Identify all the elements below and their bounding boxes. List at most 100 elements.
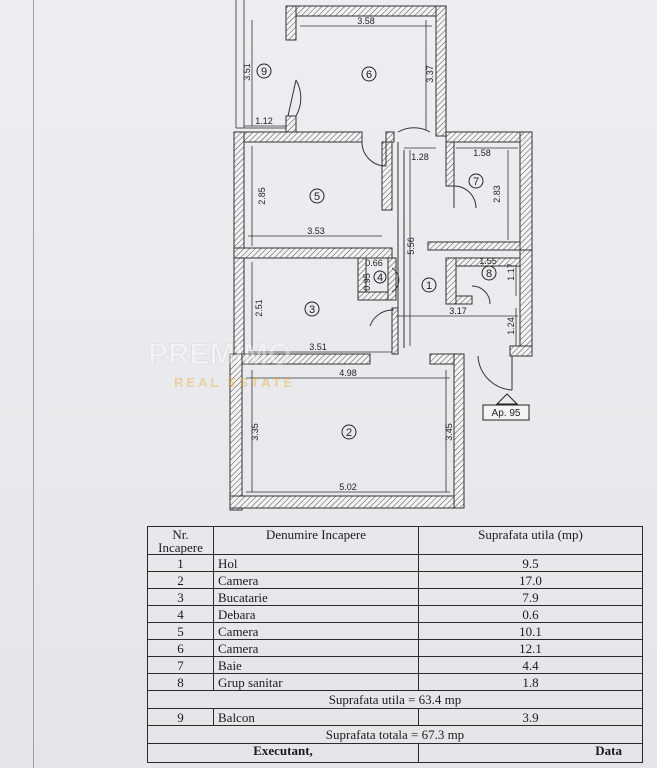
room-marker-8 — [481, 265, 497, 281]
apartment-label-box — [482, 404, 530, 421]
dim-hall-length: 5.56 — [406, 237, 416, 255]
dimension-lines — [244, 20, 518, 493]
dim-r5-height: 2.85 — [257, 187, 267, 205]
dim-r7-height: 2.83 — [492, 185, 502, 203]
row-area: 10.1 — [418, 622, 643, 640]
row-name: Camera — [213, 571, 419, 589]
date-label: Data — [418, 743, 643, 763]
room-number-8: 8 — [486, 268, 492, 280]
row-name: Camera — [213, 622, 419, 640]
grand-total: Suprafata totala = 67.3 mp — [147, 725, 643, 744]
dim-hall-span: 3.17 — [449, 306, 467, 316]
room-number-6: 6 — [366, 69, 372, 81]
row-nr: 5 — [147, 622, 214, 640]
room-area-table: Nr. Incapere Denumire Incapere Suprafata… — [147, 526, 643, 763]
header-nr: Nr. Incapere — [147, 526, 214, 555]
row-nr: 4 — [147, 605, 214, 623]
room-number-3: 3 — [309, 304, 315, 316]
room-number-2: 2 — [346, 427, 352, 439]
table-row: 7 Baie 4.4 — [147, 656, 643, 674]
row-name: Camera — [213, 639, 419, 657]
row-nr: 6 — [147, 639, 214, 657]
room-number-5: 5 — [314, 191, 320, 203]
room-number-9: 9 — [261, 66, 267, 78]
door-swings — [287, 79, 513, 391]
dim-r3-height: 2.51 — [254, 299, 264, 317]
balcony-nr: 9 — [147, 708, 214, 726]
dim-r3-width: 3.51 — [309, 342, 327, 352]
table-row: 6 Camera 12.1 — [147, 639, 643, 657]
row-nr: 3 — [147, 588, 214, 606]
row-name: Grup sanitar — [213, 673, 419, 691]
dim-r8-height: 1.17 — [506, 263, 516, 281]
row-area: 4.4 — [418, 656, 643, 674]
table-row: 4 Debara 0.6 — [147, 605, 643, 623]
header-name: Denumire Incapere — [213, 526, 419, 555]
room-markers — [256, 63, 497, 440]
table-row: 2 Camera 17.0 — [147, 571, 643, 589]
row-nr: 1 — [147, 554, 214, 572]
room-marker-9 — [256, 63, 272, 79]
room-number-1: 1 — [426, 280, 432, 292]
row-nr: 8 — [147, 673, 214, 691]
row-area: 17.0 — [418, 571, 643, 589]
watermark-line1: PREMIMO — [148, 338, 291, 371]
dim-r9-width: 1.12 — [255, 116, 273, 126]
watermark-line2: REAL ESTATE — [174, 375, 295, 390]
room-marker-5 — [309, 188, 325, 204]
walls — [229, 5, 533, 511]
row-name: Hol — [213, 554, 419, 572]
balcony-row: 9 Balcon 3.9 — [147, 708, 643, 726]
dim-r6-width: 3.58 — [357, 16, 375, 26]
row-nr: 2 — [147, 571, 214, 589]
table-header-row: Nr. Incapere Denumire Incapere Suprafata… — [147, 526, 643, 555]
footer-row: Executant, Data — [147, 743, 643, 763]
dim-r5-width: 3.53 — [307, 226, 325, 236]
row-name: Bucatarie — [213, 588, 419, 606]
page-margin-line — [33, 0, 34, 768]
room-number-7: 7 — [473, 176, 479, 188]
row-name: Debara — [213, 605, 419, 623]
grand-total-row: Suprafata totala = 67.3 mp — [147, 725, 643, 744]
header-area: Suprafata utila (mp) — [418, 526, 643, 555]
dim-r2-top-width: 4.98 — [339, 368, 357, 378]
balcony-name: Balcon — [213, 708, 419, 726]
room-number-4: 4 — [377, 272, 383, 284]
useful-total: Suprafata utila = 63.4 mp — [147, 690, 643, 709]
room-marker-7 — [468, 173, 484, 189]
dim-r9-height: 3.51 — [242, 63, 252, 81]
row-name: Baie — [213, 656, 419, 674]
dim-r7-width: 1.58 — [473, 148, 491, 158]
row-nr: 7 — [147, 656, 214, 674]
room-marker-4 — [373, 270, 387, 284]
dim-r2-bottom-width: 5.02 — [339, 482, 357, 492]
row-area: 1.8 — [418, 673, 643, 691]
row-area: 9.5 — [418, 554, 643, 572]
dim-r2-left-height: 3.35 — [250, 423, 260, 441]
entrance-arrow-icon — [495, 393, 519, 405]
dim-r2-right-height: 3.45 — [444, 423, 454, 441]
room-numbers: 6 9 7 5 4 1 8 3 2 — [261, 66, 492, 439]
dim-r4-height: 0.95 — [362, 273, 372, 291]
room-marker-1 — [421, 277, 437, 293]
dim-r6-height: 3.37 — [425, 65, 435, 83]
room-marker-2 — [341, 424, 357, 440]
table-row: 8 Grup sanitar 1.8 — [147, 673, 643, 691]
row-area: 7.9 — [418, 588, 643, 606]
dim-entry-depth: 1.24 — [506, 317, 516, 335]
row-area: 12.1 — [418, 639, 643, 657]
room-marker-6 — [361, 66, 377, 82]
dim-r4-width: 0.66 — [365, 258, 383, 268]
watermark: PREMIMO REAL ESTATE — [148, 338, 295, 390]
entrance-marker: Ap. 95 — [482, 393, 530, 421]
table-row: 1 Hol 9.5 — [147, 554, 643, 572]
balcony-outline — [235, 0, 286, 129]
balcony-area: 3.9 — [418, 708, 643, 726]
table-row: 3 Bucatarie 7.9 — [147, 588, 643, 606]
row-area: 0.6 — [418, 605, 643, 623]
executant-label: Executant, — [147, 743, 419, 763]
apartment-label: Ap. 95 — [492, 408, 521, 419]
floor-plan: 6 9 7 5 4 1 8 3 2 3.58 3.37 3.51 1.12 1.… — [148, 0, 533, 511]
table-row: 5 Camera 10.1 — [147, 622, 643, 640]
